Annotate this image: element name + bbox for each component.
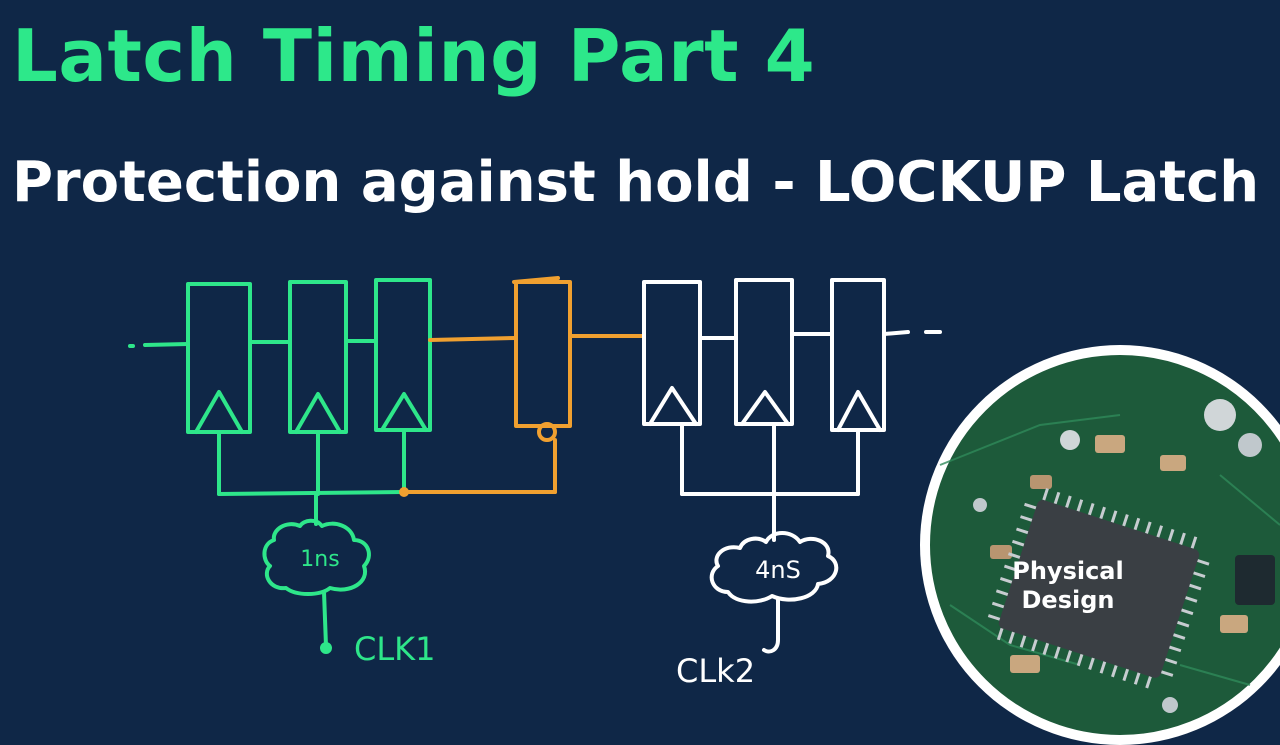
lockup-latch [402,276,646,494]
page-title: Latch Timing Part 4 [12,14,816,98]
clk1-node [320,642,332,654]
delay-label-left: 1ns [300,547,339,572]
clk2-label: CLk2 [676,652,755,690]
clock-tree-right [680,422,860,654]
flop-3 [374,278,432,432]
circuit-diagram: 1ns CLK1 4nS CLk2 [128,276,942,690]
flop-2 [288,280,348,434]
flop-4 [642,280,702,426]
delay-label-right: 4nS [755,556,801,584]
physical-design-badge: Physical Design [920,345,1280,745]
output-wire [882,330,942,336]
clk1-label: CLK1 [354,630,436,668]
badge-label: Physical Design [1012,557,1124,614]
flop-1 [186,282,252,434]
clock-tree-left [217,428,406,648]
flop-5 [734,278,794,426]
input-wire [128,339,378,348]
page-subtitle: Protection against hold - LOCKUP Latch [12,150,1260,215]
flop-6 [830,278,886,432]
circuit-board-image [924,349,1280,741]
